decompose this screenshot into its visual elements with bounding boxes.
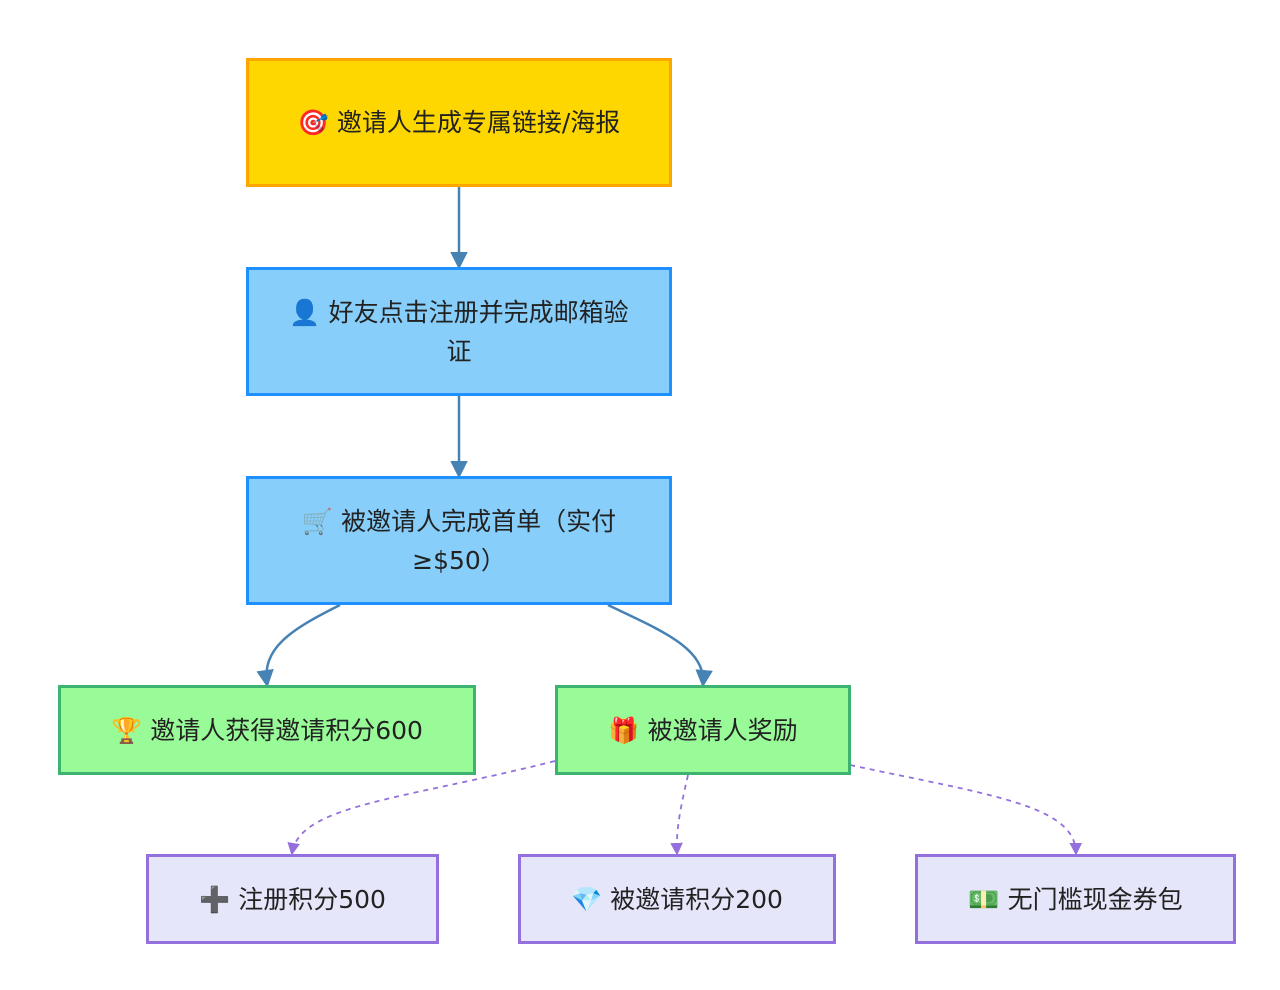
edge-invitee-reward-to-coupon-pack — [849, 764, 1083, 856]
node-coupon-pack-label: 无门槛现金券包 — [1007, 884, 1183, 914]
node-first-order-label: 被邀请人完成首单（实付≥$50） — [341, 506, 617, 575]
node-invited-points-label: 被邀请积分200 — [610, 884, 783, 914]
gem-icon: 💎 — [571, 884, 603, 914]
cash-icon: 💵 — [968, 884, 1000, 914]
node-inviter-reward-label: 邀请人获得邀请积分600 — [150, 715, 423, 745]
node-register-label: 好友点击注册并完成邮箱验证 — [328, 297, 629, 366]
node-inviter-reward: 🏆邀请人获得邀请积分600 — [58, 685, 476, 775]
edge-first-order-to-invitee-reward — [607, 603, 713, 688]
edge-first-order-to-inviter-reward — [256, 603, 341, 688]
node-start: 🎯邀请人生成专属链接/海报 — [246, 58, 672, 187]
gift-icon: 🎁 — [608, 715, 640, 745]
node-start-label: 邀请人生成专属链接/海报 — [336, 108, 621, 137]
node-reg-points-label: 注册积分500 — [238, 884, 386, 914]
node-coupon-pack: 💵无门槛现金券包 — [915, 854, 1236, 944]
edge-invitee-reward-to-reg-points — [287, 760, 556, 856]
node-reg-points: ➕注册积分500 — [146, 854, 439, 944]
plus-icon: ➕ — [199, 884, 231, 914]
node-invitee-reward: 🎁被邀请人奖励 — [555, 685, 851, 775]
trophy-icon: 🏆 — [111, 715, 143, 745]
node-first-order: 🛒被邀请人完成首单（实付≥$50） — [246, 476, 672, 605]
node-invitee-reward-label: 被邀请人奖励 — [647, 715, 798, 745]
shopping-cart-icon: 🛒 — [301, 506, 334, 536]
node-register: 👤好友点击注册并完成邮箱验证 — [246, 267, 672, 396]
user-icon: 👤 — [289, 297, 321, 327]
edge-invitee-reward-to-invited-points — [670, 774, 689, 856]
target-icon: 🎯 — [297, 108, 329, 137]
node-invited-points: 💎被邀请积分200 — [518, 854, 836, 944]
